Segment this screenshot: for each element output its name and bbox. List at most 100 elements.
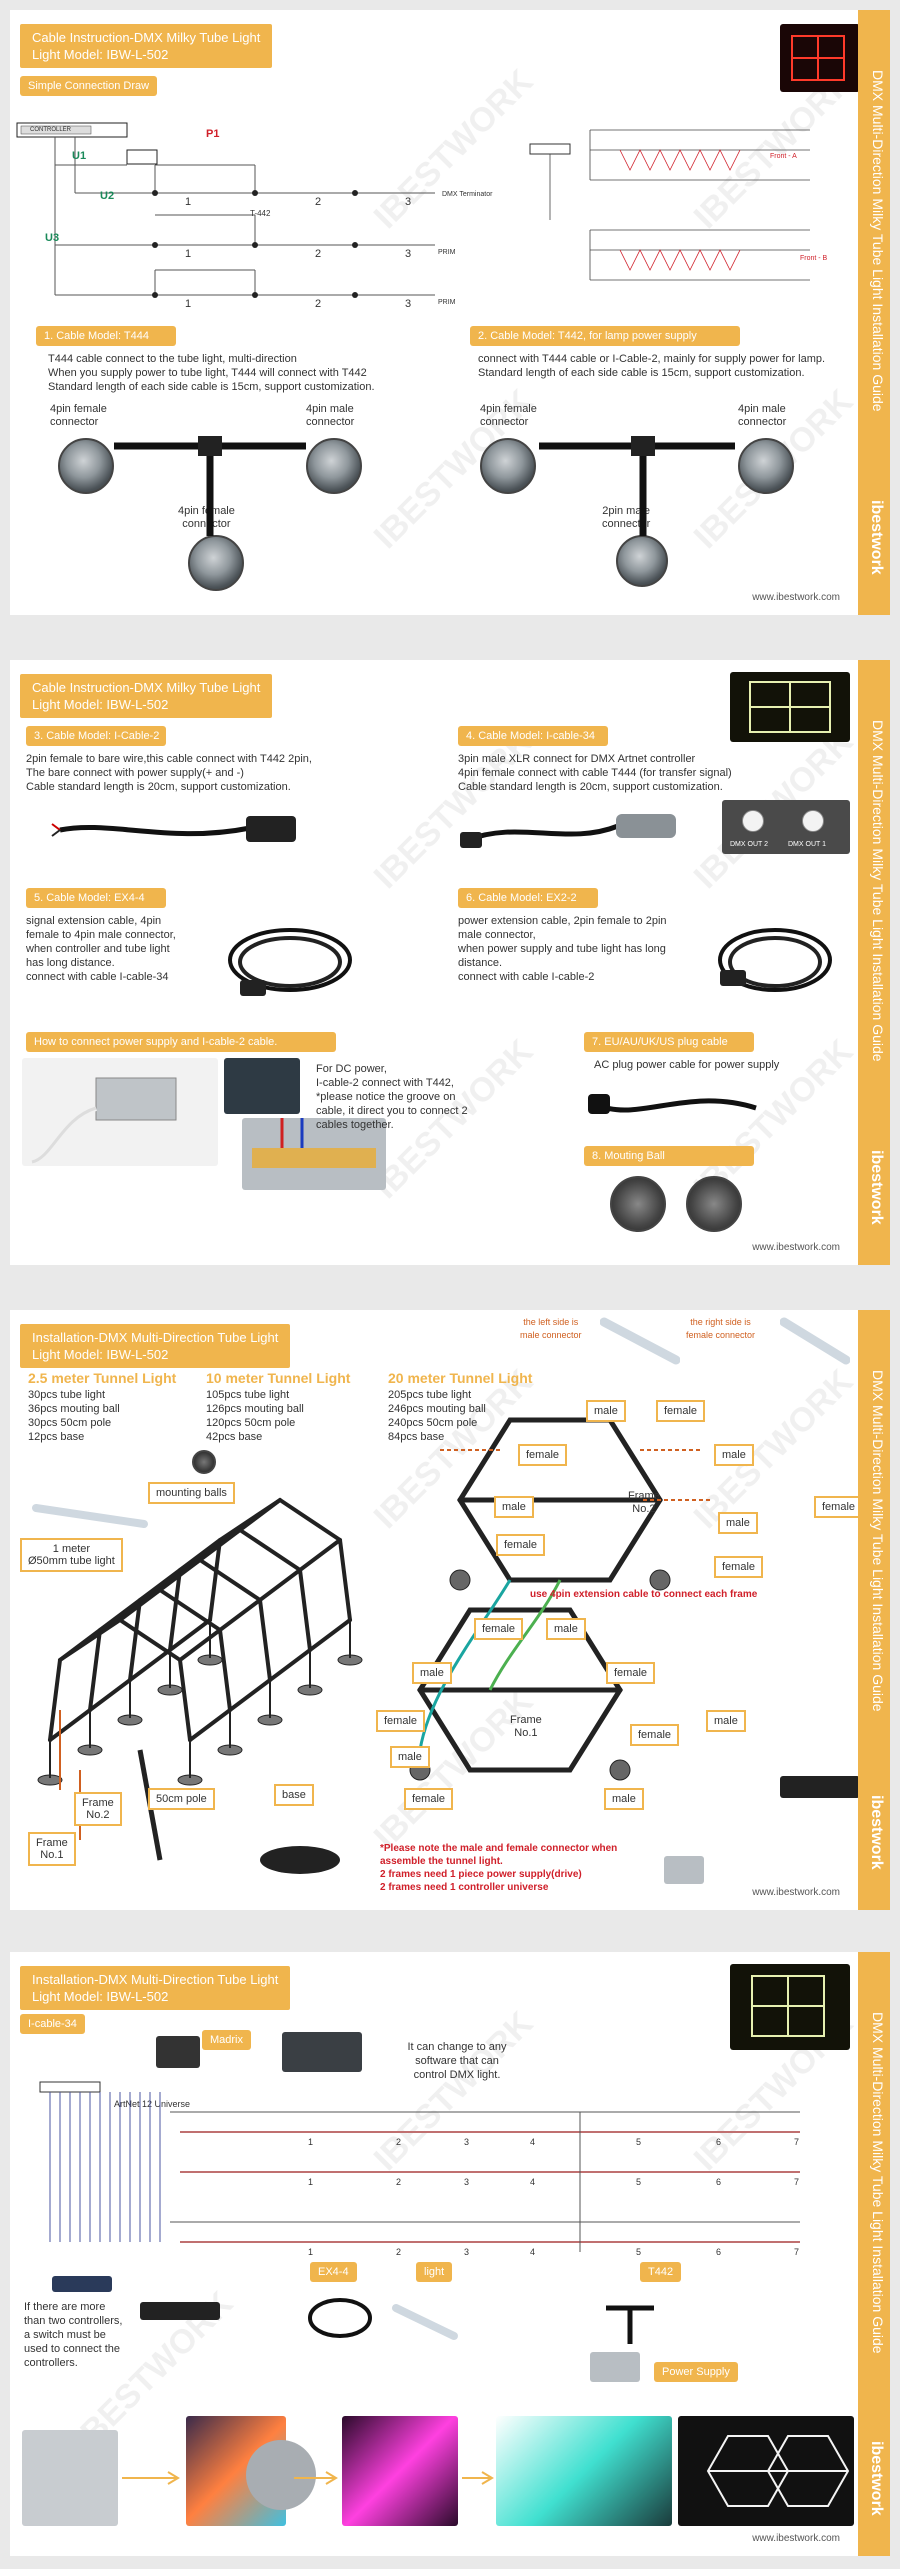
male-label: male xyxy=(604,1788,644,1810)
seg-6: 6 xyxy=(716,2137,722,2147)
tube-light-label: 1 meter Ø50mm tube light xyxy=(20,1538,123,1572)
connector-4pin-male xyxy=(738,438,794,494)
col-10m-items: 105pcs tube light 126pcs mouting ball 12… xyxy=(206,1389,304,1443)
seg-2: 2 xyxy=(396,2247,402,2257)
front-b-label: Front - B xyxy=(800,255,828,262)
ex4-4-cable-image xyxy=(228,928,352,996)
num-3: 3 xyxy=(405,298,412,310)
female-label: female xyxy=(814,1496,864,1518)
mounting-balls-label: mounting balls xyxy=(148,1482,235,1504)
female-label: female xyxy=(714,1556,764,1578)
section-7-desc: AC plug power cable for power supply xyxy=(594,1059,780,1071)
panel-installation-2: IBESTWORK IBESTWORK IBESTWORK Installati… xyxy=(10,1952,890,2556)
t442-cable xyxy=(539,436,735,536)
seg-4: 4 xyxy=(530,2247,536,2257)
num-1: 1 xyxy=(185,196,192,208)
xlr-port-icon xyxy=(742,810,764,832)
section-2-title: 2. Cable Model: T442, for lamp power sup… xyxy=(470,326,740,346)
seg-7: 7 xyxy=(794,2247,800,2257)
male-label: male xyxy=(706,1710,746,1732)
col-2.5m-head: 2.5 meter Tunnel Light xyxy=(28,1370,177,1386)
t442-cable-image xyxy=(606,2305,654,2344)
dmx-controller-ports: DMX OUT 2 DMX OUT 1 xyxy=(722,800,850,854)
website[interactable]: www.ibestwork.com xyxy=(752,592,840,603)
t444-male-label: 4pin male connector xyxy=(306,403,355,428)
seg-2: 2 xyxy=(396,2137,402,2147)
num-1: 1 xyxy=(185,298,192,310)
front-a-label: Front - A xyxy=(770,153,797,160)
i-cable-34-image xyxy=(460,814,676,848)
connector-4pin-male xyxy=(306,438,362,494)
brand-logo: ibestwork xyxy=(868,1150,885,1225)
arrow-icon xyxy=(294,2471,338,2485)
t442-label: T-442 xyxy=(250,209,271,218)
mounting-ball-photo xyxy=(246,2440,316,2510)
male-label: male xyxy=(714,1444,754,1466)
arrow-icon xyxy=(462,2471,494,2485)
section-3-desc: 2pin female to bare wire,this cable conn… xyxy=(26,753,312,793)
panel-title: Cable Instruction-DMX Milky Tube Light L… xyxy=(20,674,273,718)
t442-female-label: 4pin female connector xyxy=(480,403,537,428)
seg-1: 1 xyxy=(308,2137,314,2147)
guide-title: DMX Multi-Direction Milky Tube Light Ins… xyxy=(870,720,886,1062)
laptop-image xyxy=(156,2036,200,2068)
section-1-desc: T444 cable connect to the tube light, mu… xyxy=(48,353,375,393)
power-label: PRIM xyxy=(438,299,456,306)
brand-sidebar: DMX Multi-Direction Milky Tube Light Ins… xyxy=(858,1952,890,2556)
brand-sidebar: DMX Multi-Direction Milky Tube Light Ins… xyxy=(858,10,890,615)
seg-5: 5 xyxy=(636,2137,642,2147)
frame-2-label: Frame No.2 xyxy=(74,1792,122,1826)
section-5-desc: signal extension cable, 4pin female to 4… xyxy=(26,915,176,983)
num-3: 3 xyxy=(405,248,412,260)
wiring-diagram-right xyxy=(529,129,810,281)
mounting-ball-icon xyxy=(686,1176,742,1232)
section-4-title: 4. Cable Model: I-cable-34 xyxy=(458,726,608,746)
website[interactable]: www.ibestwork.com xyxy=(752,1242,840,1253)
power-connection-desc: For DC power, I-cable-2 connect with T44… xyxy=(316,1063,468,1131)
power-supply-image xyxy=(664,1856,704,1884)
female-label: female xyxy=(656,1400,706,1422)
male-label: male xyxy=(412,1662,452,1684)
seg-5: 5 xyxy=(636,2247,642,2257)
seg-6: 6 xyxy=(716,2177,722,2187)
white-frame-photo xyxy=(678,2416,854,2526)
seg-3: 3 xyxy=(464,2247,470,2257)
software-note: It can change to any software that can c… xyxy=(407,2041,507,2081)
male-label: male xyxy=(494,1496,534,1518)
extension-cable-note: use 4pin extension cable to connect each… xyxy=(530,1589,758,1600)
t442-2pin-label: 2pin male connector xyxy=(602,505,651,530)
product-photo-frame xyxy=(780,24,860,92)
brand-sidebar: DMX Multi-Direction Milky Tube Light Ins… xyxy=(858,660,890,1265)
num-2: 2 xyxy=(315,196,322,208)
num-1: 1 xyxy=(185,248,192,260)
col-20m-items: 205pcs tube light 246pcs mouting ball 24… xyxy=(388,1389,486,1443)
terminal-block-photo xyxy=(242,1118,386,1190)
tube-light-end-image xyxy=(780,1317,850,1365)
seg-6: 6 xyxy=(716,2247,722,2257)
brand-logo: ibestwork xyxy=(868,2441,885,2516)
frame-no2-center: Frame No.2 xyxy=(628,1490,660,1515)
male-label: male xyxy=(390,1746,430,1768)
u1-label: U1 xyxy=(72,150,87,162)
dmx-out-2-label: DMX OUT 2 xyxy=(730,841,768,848)
seg-1: 1 xyxy=(308,2247,314,2257)
panel-title: Installation-DMX Multi-Direction Tube Li… xyxy=(20,1966,291,2010)
seg-4: 4 xyxy=(530,2177,536,2187)
pink-frame-photo xyxy=(342,2416,458,2526)
connector-close-up-photo xyxy=(22,2430,118,2526)
left-side-male-note: the left side is male connector xyxy=(520,1317,582,1340)
website[interactable]: www.ibestwork.com xyxy=(752,2533,840,2544)
right-side-female-note: the right side is female connector xyxy=(686,1317,756,1340)
guide-title: DMX Multi-Direction Milky Tube Light Ins… xyxy=(870,2012,886,2354)
t442-tag: T442 xyxy=(640,2262,682,2282)
arrow-icon xyxy=(122,2471,180,2485)
num-2: 2 xyxy=(315,298,322,310)
power-label: PRIM xyxy=(438,249,456,256)
panel-installation-1: IBESTWORK IBESTWORK IBESTWORK Installati… xyxy=(10,1310,890,1910)
ex2-2-cable-image xyxy=(718,928,832,992)
t444-female-label: 4pin female connector xyxy=(50,403,107,428)
seg-5: 5 xyxy=(636,2177,642,2187)
artnet-label: ArtNet 12 Universe xyxy=(114,2099,191,2109)
connector-4pin-female xyxy=(58,438,114,494)
website[interactable]: www.ibestwork.com xyxy=(752,1887,840,1898)
